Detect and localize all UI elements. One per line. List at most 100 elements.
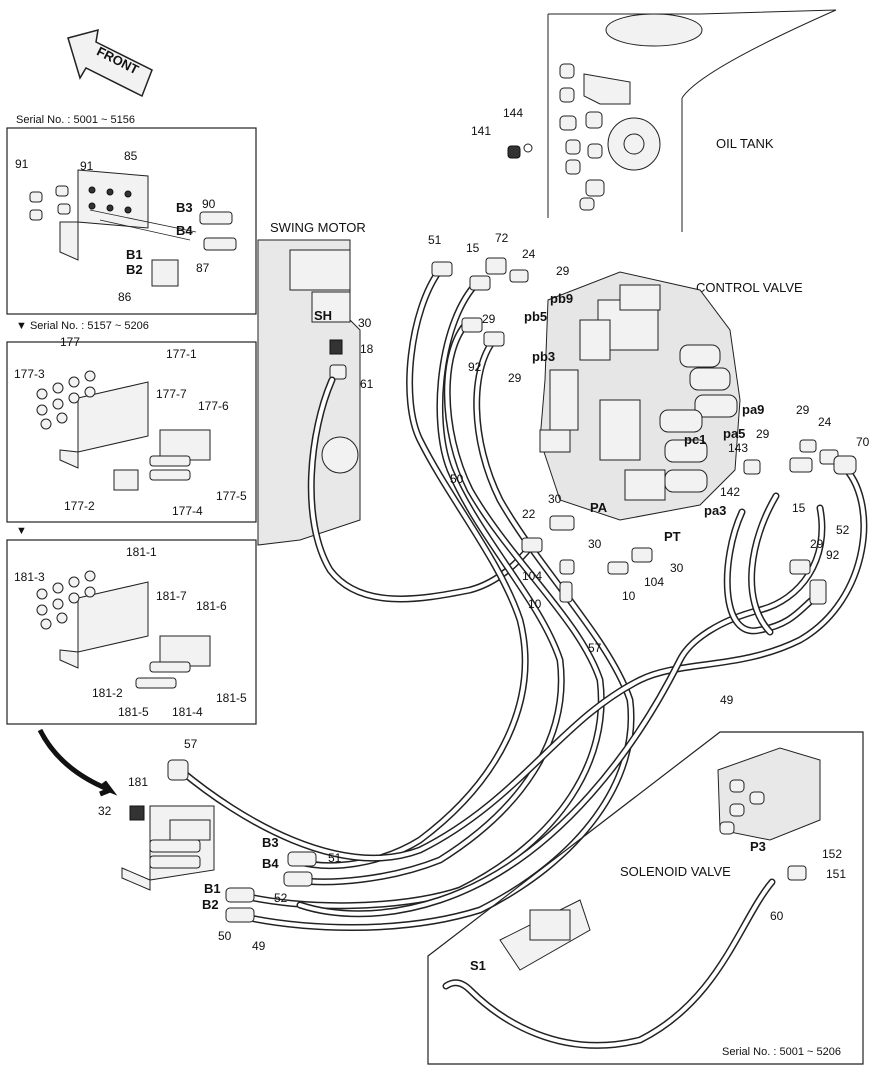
box1-serial: Serial No. : 5001 ~ 5156 — [16, 114, 135, 126]
box3-marker: ▼ — [16, 525, 27, 537]
label-29-d: 29 — [796, 403, 810, 417]
swing-motor-title: SWING MOTOR — [270, 220, 366, 235]
label-b4-main: B4 — [262, 856, 279, 871]
box1-label-91b: 91 — [80, 159, 94, 173]
label-52-b: 52 — [274, 891, 288, 905]
box2-label-177: 177 — [60, 335, 80, 349]
box1-label-86: 86 — [118, 290, 132, 304]
label-24-top: 24 — [522, 247, 536, 261]
label-72: 72 — [495, 231, 509, 245]
label-61: 61 — [360, 377, 374, 391]
label-b1-main: B1 — [204, 881, 221, 896]
label-30-b: 30 — [548, 492, 562, 506]
label-30-c: 30 — [588, 537, 602, 551]
label-49-b: 49 — [252, 939, 266, 953]
control-valve-title: CONTROL VALVE — [696, 280, 803, 295]
label-sh: SH — [314, 308, 332, 323]
box2-label-177-3: 177-3 — [14, 367, 45, 381]
label-pb3: pb3 — [532, 349, 555, 364]
label-60: 60 — [770, 909, 784, 923]
box3-label-181-1: 181-1 — [126, 545, 157, 559]
hoses — [176, 266, 868, 1049]
label-10-b: 10 — [622, 589, 636, 603]
label-30-a: 30 — [358, 316, 372, 330]
label-30-d: 30 — [670, 561, 684, 575]
label-141: 141 — [471, 124, 491, 138]
detail-pointer-arrow — [37, 728, 118, 797]
label-29-top: 29 — [556, 264, 570, 278]
box3-label-181-6: 181-6 — [196, 599, 227, 613]
solenoid-valve-title: SOLENOID VALVE — [620, 864, 731, 879]
box1-label-90: 90 — [202, 197, 216, 211]
label-pa5: pa5 — [723, 426, 745, 441]
label-b2-main: B2 — [202, 897, 219, 912]
box2-serial: ▼ Serial No. : 5157 ~ 5206 — [16, 320, 149, 332]
box2-label-177-6: 177-6 — [198, 399, 229, 413]
box2-label-177-7: 177-7 — [156, 387, 187, 401]
box1-label-85: 85 — [124, 149, 138, 163]
label-10-a: 10 — [528, 597, 542, 611]
label-22: 22 — [522, 507, 536, 521]
label-b3-main: B3 — [262, 835, 279, 850]
label-p3: P3 — [750, 839, 766, 854]
detail-box-serial-5001-5156: Serial No. : 5001 ~ 5156 91 91 85 B3 90 … — [6, 114, 257, 315]
label-pa3: pa3 — [704, 503, 726, 518]
label-18: 18 — [360, 342, 374, 356]
label-pa: PA — [590, 500, 608, 515]
label-29-e: 29 — [756, 427, 770, 441]
swing-motor: SWING MOTOR — [257, 220, 366, 546]
fittings — [129, 257, 857, 923]
label-104-b: 104 — [644, 575, 664, 589]
box2-label-177-4: 177-4 — [172, 504, 203, 518]
solenoid-valve-box: SOLENOID VALVE Serial No. : 5001 ~ 5206 — [427, 731, 864, 1065]
label-143: 143 — [728, 441, 748, 455]
control-valve: CONTROL VALVE — [539, 271, 803, 521]
label-52-top: 52 — [836, 523, 850, 537]
box1-label-b4: B4 — [176, 223, 193, 238]
label-29-f: 29 — [810, 537, 824, 551]
label-51-b: 51 — [328, 851, 342, 865]
label-24-b: 24 — [818, 415, 832, 429]
box2-label-177-5: 177-5 — [216, 489, 247, 503]
label-104-a: 104 — [522, 569, 542, 583]
solenoid-box-serial: Serial No. : 5001 ~ 5206 — [722, 1046, 841, 1058]
label-181: 181 — [128, 775, 148, 789]
oil-tank: OIL TANK — [507, 9, 837, 232]
label-144: 144 — [503, 106, 523, 120]
label-pt: PT — [664, 529, 681, 544]
label-pb9: pb9 — [550, 291, 573, 306]
box3-label-181-2: 181-2 — [92, 686, 123, 700]
box3-label-181-5b: 181-5 — [118, 705, 149, 719]
box1-label-b2: B2 — [126, 262, 143, 277]
label-32: 32 — [98, 804, 112, 818]
label-142: 142 — [720, 485, 740, 499]
label-92-top: 92 — [468, 360, 482, 374]
label-151: 151 — [826, 867, 846, 881]
label-s1: S1 — [470, 958, 486, 973]
box3-label-181-3: 181-3 — [14, 570, 45, 584]
detail-box-serial-5157-5206: ▼ Serial No. : 5157 ~ 5206 177 177-1 177… — [6, 320, 257, 523]
label-57-a: 57 — [588, 641, 602, 655]
oil-tank-title: OIL TANK — [716, 136, 774, 151]
label-152: 152 — [822, 847, 842, 861]
label-pb5: pb5 — [524, 309, 547, 324]
label-pc1: pc1 — [684, 432, 706, 447]
label-70: 70 — [856, 435, 870, 449]
label-51-top: 51 — [428, 233, 442, 247]
label-50-b: 50 — [218, 929, 232, 943]
label-pa9: pa9 — [742, 402, 764, 417]
box2-label-177-1: 177-1 — [166, 347, 197, 361]
box1-label-b1: B1 — [126, 247, 143, 262]
label-29-b: 29 — [482, 312, 496, 326]
label-92-b: 92 — [826, 548, 840, 562]
box1-label-91a: 91 — [15, 157, 29, 171]
label-57-b: 57 — [184, 737, 198, 751]
box2-label-177-2: 177-2 — [64, 499, 95, 513]
label-49-a: 49 — [720, 693, 734, 707]
box1-label-87: 87 — [196, 261, 210, 275]
label-50-top: 50 — [450, 472, 464, 486]
box1-label-b3: B3 — [176, 200, 193, 215]
part-labels: 144 141 51 15 72 24 29 pb9 pb5 29 92 29 … — [98, 106, 870, 973]
label-15-b: 15 — [792, 501, 806, 515]
